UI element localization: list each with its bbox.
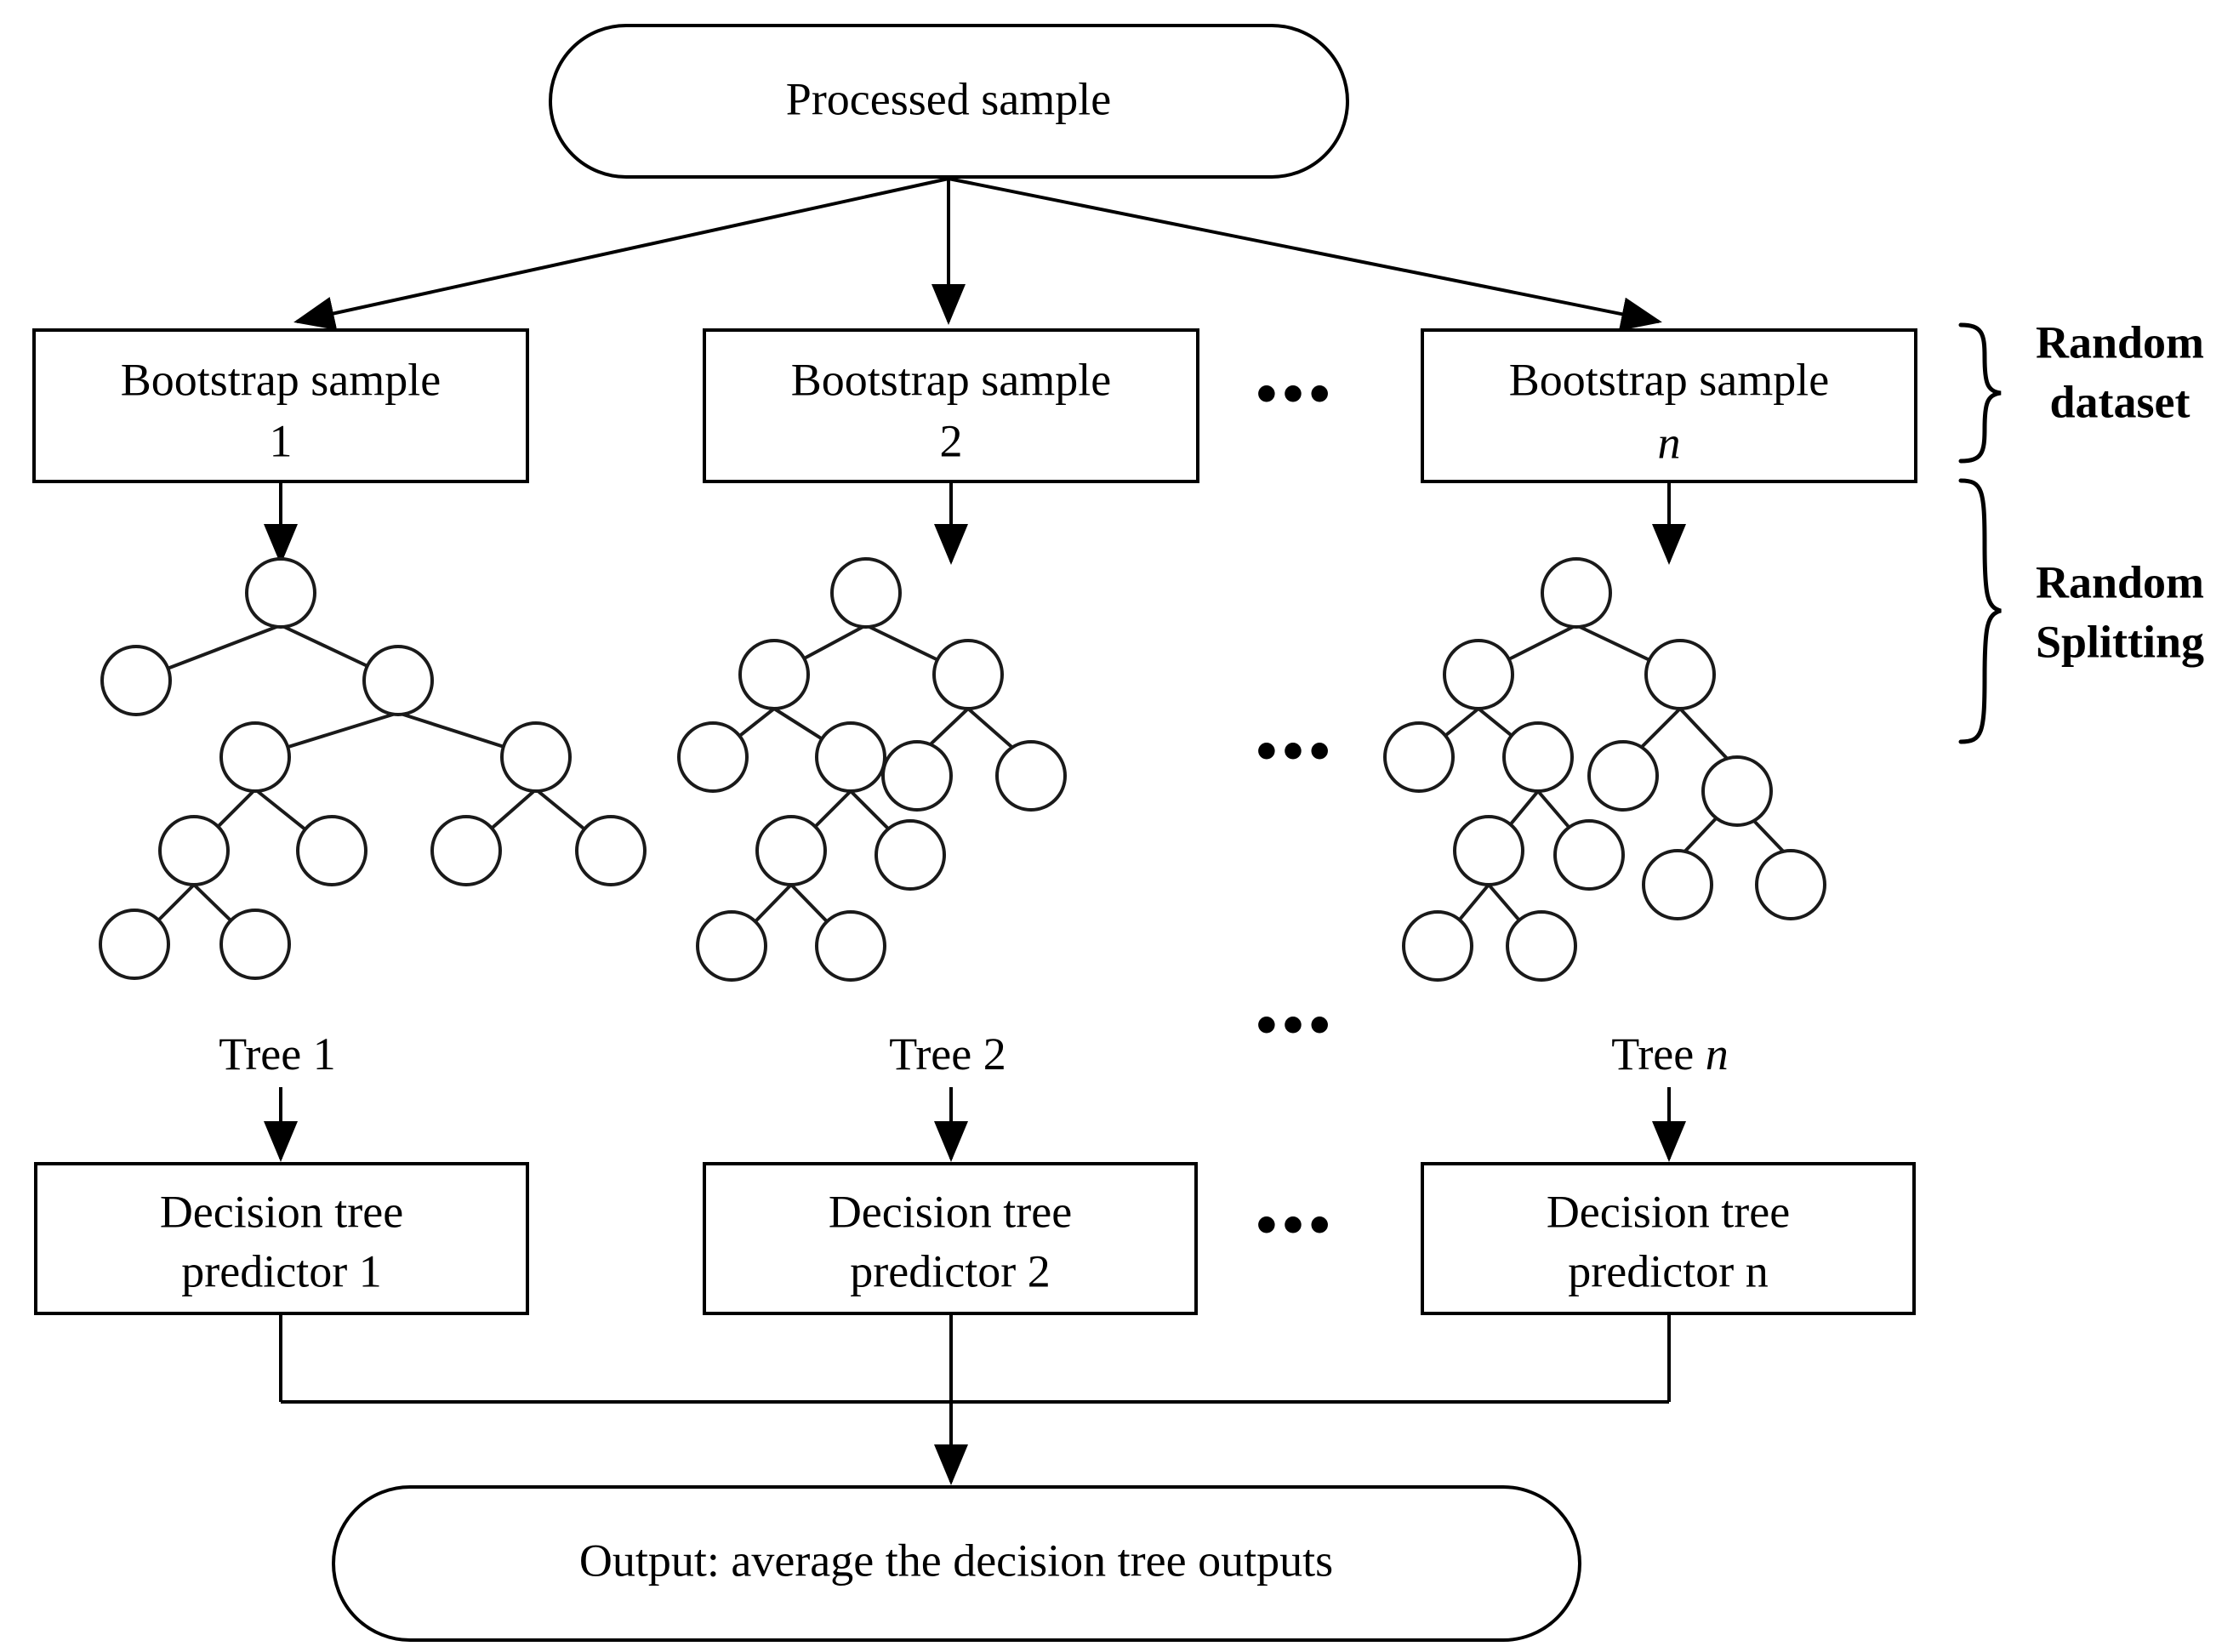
arrow-to-bootstrap-1 xyxy=(293,177,949,331)
bootstrap-box-1-shape xyxy=(32,328,529,483)
predictor-box-n-line1: Decision tree xyxy=(1547,1186,1790,1237)
tree-1-node-l2-right xyxy=(500,721,572,793)
output-node-shape xyxy=(332,1485,1581,1642)
processed-sample-label: Processed sample xyxy=(786,73,1111,124)
output-node[interactable]: Output: average the decision tree output… xyxy=(332,1485,1581,1642)
bootstrap-box-n-line2: n xyxy=(1658,417,1681,468)
tree-2-node-l1-right xyxy=(932,639,1004,710)
tree-1-node-l3-c xyxy=(430,815,502,886)
tree-label-2: Tree 2 xyxy=(889,1028,1006,1079)
tree-2-node-l1-left xyxy=(738,639,810,710)
predictor-box-2[interactable]: Decision tree predictor 2 xyxy=(703,1162,1198,1315)
tree-n-node-l2-a xyxy=(1383,721,1455,793)
processed-sample-shape xyxy=(549,24,1349,179)
tree-1-node-root xyxy=(245,557,316,629)
tree-label-1-index: 1 xyxy=(313,1028,336,1079)
ellipsis-tree-label-row: ••• xyxy=(1256,991,1336,1059)
ellipsis-tree-row: ••• xyxy=(1256,717,1336,785)
tree-1-node-l1-right xyxy=(362,645,434,716)
tree-n-node-l3-d xyxy=(1755,849,1826,920)
tree-label-n-index: n xyxy=(1706,1028,1729,1079)
tree-2-node-root xyxy=(830,557,902,629)
svg-text:Tree 1: Tree 1 xyxy=(219,1028,336,1079)
bootstrap-box-1-line1: Bootstrap sample xyxy=(121,354,441,405)
tree-2-node-l2-d xyxy=(995,740,1067,812)
predictor-box-n[interactable]: Decision tree predictor n xyxy=(1421,1162,1916,1315)
tree-n-node-l3-a xyxy=(1453,815,1524,886)
tree-2-node-l2-a xyxy=(677,721,749,793)
bootstrap-box-1-line2: 1 xyxy=(270,415,293,466)
predictor-box-1-line1: Decision tree xyxy=(160,1186,403,1237)
tree-n-node-l2-d xyxy=(1701,755,1773,827)
tree-1-node-l3-a xyxy=(158,815,230,886)
output-node-label: Output: average the decision tree output… xyxy=(579,1535,1333,1586)
tree-n-node-l4-b xyxy=(1506,910,1577,982)
tree-to-predictor-arrows xyxy=(264,1087,1686,1162)
bootstrap-box-2-line2: 2 xyxy=(940,415,963,466)
brace-label-splitting-line2: Splitting xyxy=(2036,616,2204,667)
tree-1-node-l4-b xyxy=(219,909,291,980)
tree-n-node-l1-left xyxy=(1443,639,1514,710)
svg-text:Tree 2: Tree 2 xyxy=(889,1028,1006,1079)
tree-1-node-l4-a xyxy=(99,909,170,980)
tree-2-node-l2-b xyxy=(815,721,886,793)
tree-n-node-l4-a xyxy=(1402,910,1473,982)
tree-1-node-l1-left xyxy=(100,645,172,716)
brace-label-dataset-line1: Random xyxy=(2036,316,2204,367)
bootstrap-box-2-line1: Bootstrap sample xyxy=(791,354,1111,405)
brace-random-dataset-shape xyxy=(1958,322,2002,464)
bootstrap-box-n-shape xyxy=(1421,328,1917,483)
processed-sample-node[interactable]: Processed sample xyxy=(549,24,1349,179)
tree-2-node-l4-b xyxy=(815,910,886,982)
predictor-box-1[interactable]: Decision tree predictor 1 xyxy=(34,1162,529,1315)
bootstrap-box-n-line1: Bootstrap sample xyxy=(1509,354,1829,405)
tree-n-node-root xyxy=(1541,557,1612,629)
decision-tree-2 xyxy=(677,557,1067,982)
arrow-to-bootstrap-n xyxy=(948,177,1662,331)
predictor-box-2-line2: predictor 2 xyxy=(850,1245,1050,1296)
brace-label-dataset-line2: dataset xyxy=(2050,376,2191,427)
predictor-merge-bus xyxy=(279,1313,1671,1485)
svg-text:Tree n: Tree n xyxy=(1611,1028,1729,1079)
tree-label-1-prefix: Tree xyxy=(219,1028,313,1079)
bootstrap-sample-box-n[interactable]: Bootstrap sample n xyxy=(1421,328,1917,483)
tree-label-2-prefix: Tree xyxy=(889,1028,983,1079)
predictor-box-2-line1: Decision tree xyxy=(829,1186,1072,1237)
predictor-box-2-shape xyxy=(703,1162,1198,1315)
brace-random-dataset: Random dataset xyxy=(1958,316,2204,464)
decision-tree-1 xyxy=(99,557,647,980)
tree-label-n-prefix: Tree xyxy=(1611,1028,1706,1079)
predictor-box-1-shape xyxy=(34,1162,529,1315)
tree-2-node-l2-c xyxy=(881,740,953,812)
predictor-box-n-line2: predictor n xyxy=(1568,1245,1768,1296)
bootstrap-to-tree-arrows xyxy=(264,481,1686,565)
tree-2-node-l3-b xyxy=(875,819,946,891)
tree-2-node-l4-a xyxy=(696,910,767,982)
predictor-box-1-line2: predictor 1 xyxy=(181,1245,381,1296)
tree-n-node-l1-right xyxy=(1644,639,1716,710)
tree-2-node-l3-a xyxy=(755,815,827,886)
tree-label-2-index: 2 xyxy=(983,1028,1006,1079)
bootstrap-sample-box-1[interactable]: Bootstrap sample 1 xyxy=(32,328,529,483)
tree-1-node-l3-b xyxy=(296,815,367,886)
tree-n-node-l2-b xyxy=(1502,721,1574,793)
tree-1-node-l3-d xyxy=(575,815,647,886)
brace-random-splitting: Random Splitting xyxy=(1958,478,2204,744)
bootstrap-sample-box-2[interactable]: Bootstrap sample 2 xyxy=(703,328,1199,483)
tree-1-node-l2-left xyxy=(219,721,291,793)
tree-n-node-l3-b xyxy=(1553,819,1625,891)
predictor-box-n-shape xyxy=(1421,1162,1916,1315)
tree-n-node-l3-c xyxy=(1642,849,1713,920)
decision-tree-n xyxy=(1383,557,1826,982)
ellipsis-bootstrap-row: ••• xyxy=(1256,360,1336,428)
brace-label-splitting-line1: Random xyxy=(2036,556,2204,607)
processed-sample-fanout-arrows xyxy=(293,177,1662,331)
tree-label-n: Tree n xyxy=(1611,1028,1729,1079)
ellipsis-predictor-row: ••• xyxy=(1256,1191,1336,1259)
tree-n-node-l2-c xyxy=(1587,740,1659,812)
brace-random-splitting-shape xyxy=(1958,478,2002,744)
tree-label-1: Tree 1 xyxy=(219,1028,336,1079)
